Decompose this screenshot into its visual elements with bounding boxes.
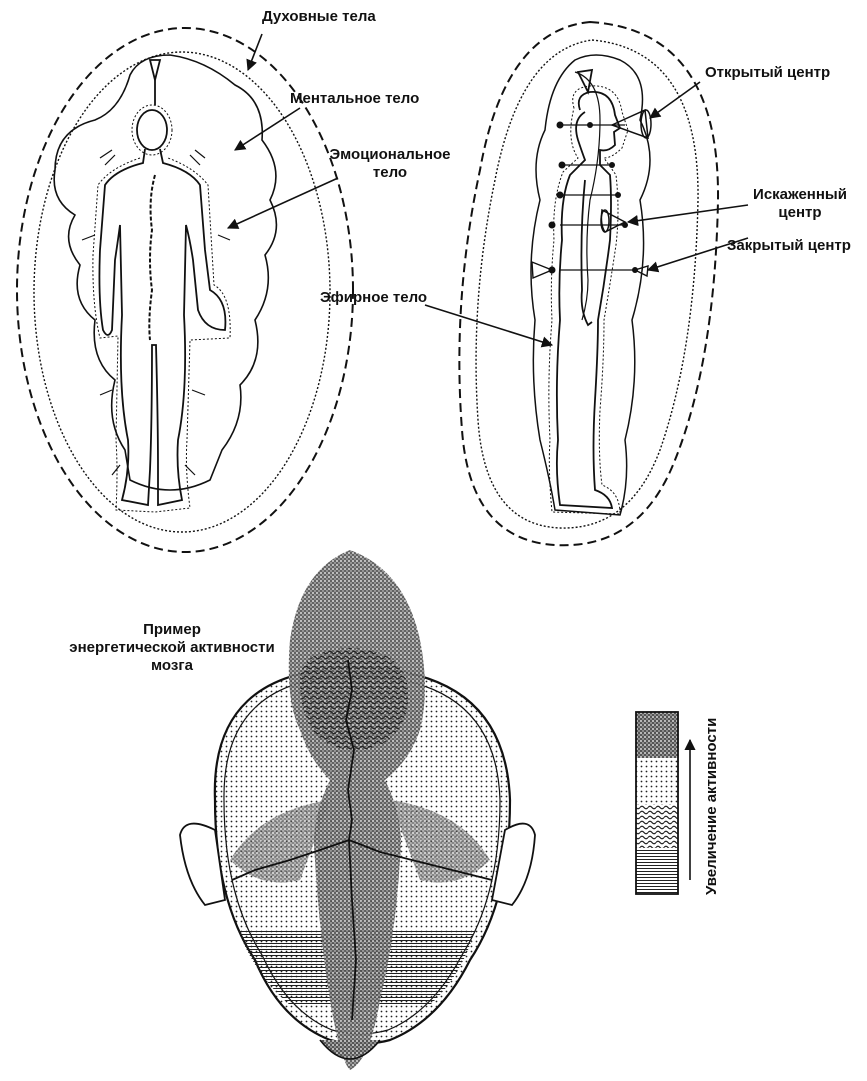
activity-legend: Увеличение активности bbox=[636, 712, 720, 895]
legend-swatch-low bbox=[636, 848, 678, 894]
chakra-grid bbox=[560, 72, 635, 320]
label-mental-body: Ментальное тело bbox=[290, 90, 419, 108]
side-figure bbox=[459, 22, 718, 545]
distorted-center-cone bbox=[601, 210, 625, 232]
label-open-center: Открытый центр bbox=[705, 64, 830, 82]
label-brain-example-3: мозга bbox=[62, 657, 282, 675]
nose bbox=[320, 1040, 380, 1059]
label-emotional-body-2: тело bbox=[325, 164, 455, 182]
human-figure-side bbox=[557, 70, 620, 508]
activity-increase-label: Увеличение активности bbox=[703, 718, 720, 895]
spiritual-body-outline-right bbox=[459, 22, 718, 545]
legend-swatch-highest bbox=[636, 712, 678, 758]
label-etheric-body: Эфирное тело bbox=[320, 289, 427, 307]
label-closed-center: Закрытый центр bbox=[727, 237, 851, 255]
label-distorted-center-2: центр bbox=[745, 204, 855, 222]
label-brain-example-1: Пример bbox=[62, 621, 282, 639]
legend-swatch-medium bbox=[636, 804, 678, 848]
legend-swatch-high bbox=[636, 758, 678, 804]
label-emotional-body-1: Эмоциональное bbox=[325, 146, 455, 164]
spine-line-front bbox=[149, 175, 155, 340]
etheric-body-side bbox=[549, 86, 628, 514]
label-brain-example-2: энергетической активности bbox=[52, 639, 292, 657]
label-spiritual-bodies: Духовные тела bbox=[262, 8, 376, 26]
spiritual-body-inner-right bbox=[476, 40, 698, 528]
pointer-arrows bbox=[228, 34, 748, 345]
label-distorted-center-1: Искаженный bbox=[745, 186, 855, 204]
